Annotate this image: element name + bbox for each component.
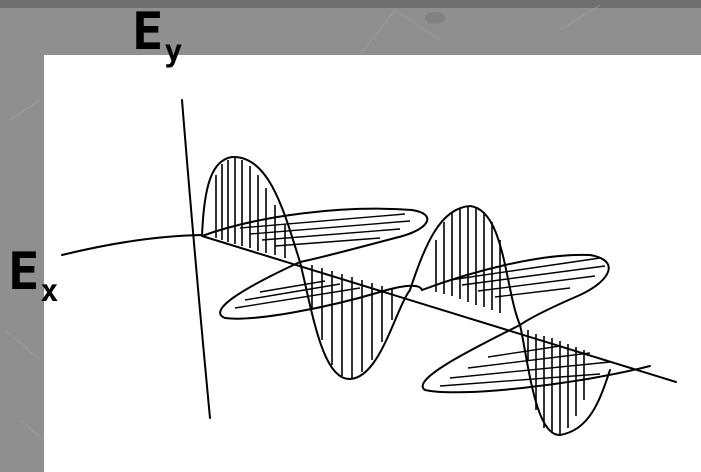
ex-label-main: E [8, 242, 39, 302]
ex-axis-line [62, 235, 202, 255]
ey-axis-line [182, 100, 210, 418]
ey-label-subscript: y [164, 34, 182, 69]
ex-label-subscript: x [40, 274, 58, 309]
propagation-line [202, 236, 676, 382]
ex-axis-label: Ex [8, 246, 58, 298]
ey-axis-label: Ey [132, 6, 182, 58]
ey-label-main: E [132, 2, 163, 62]
ex-hatching [235, 214, 610, 386]
ey-wave [202, 157, 610, 435]
